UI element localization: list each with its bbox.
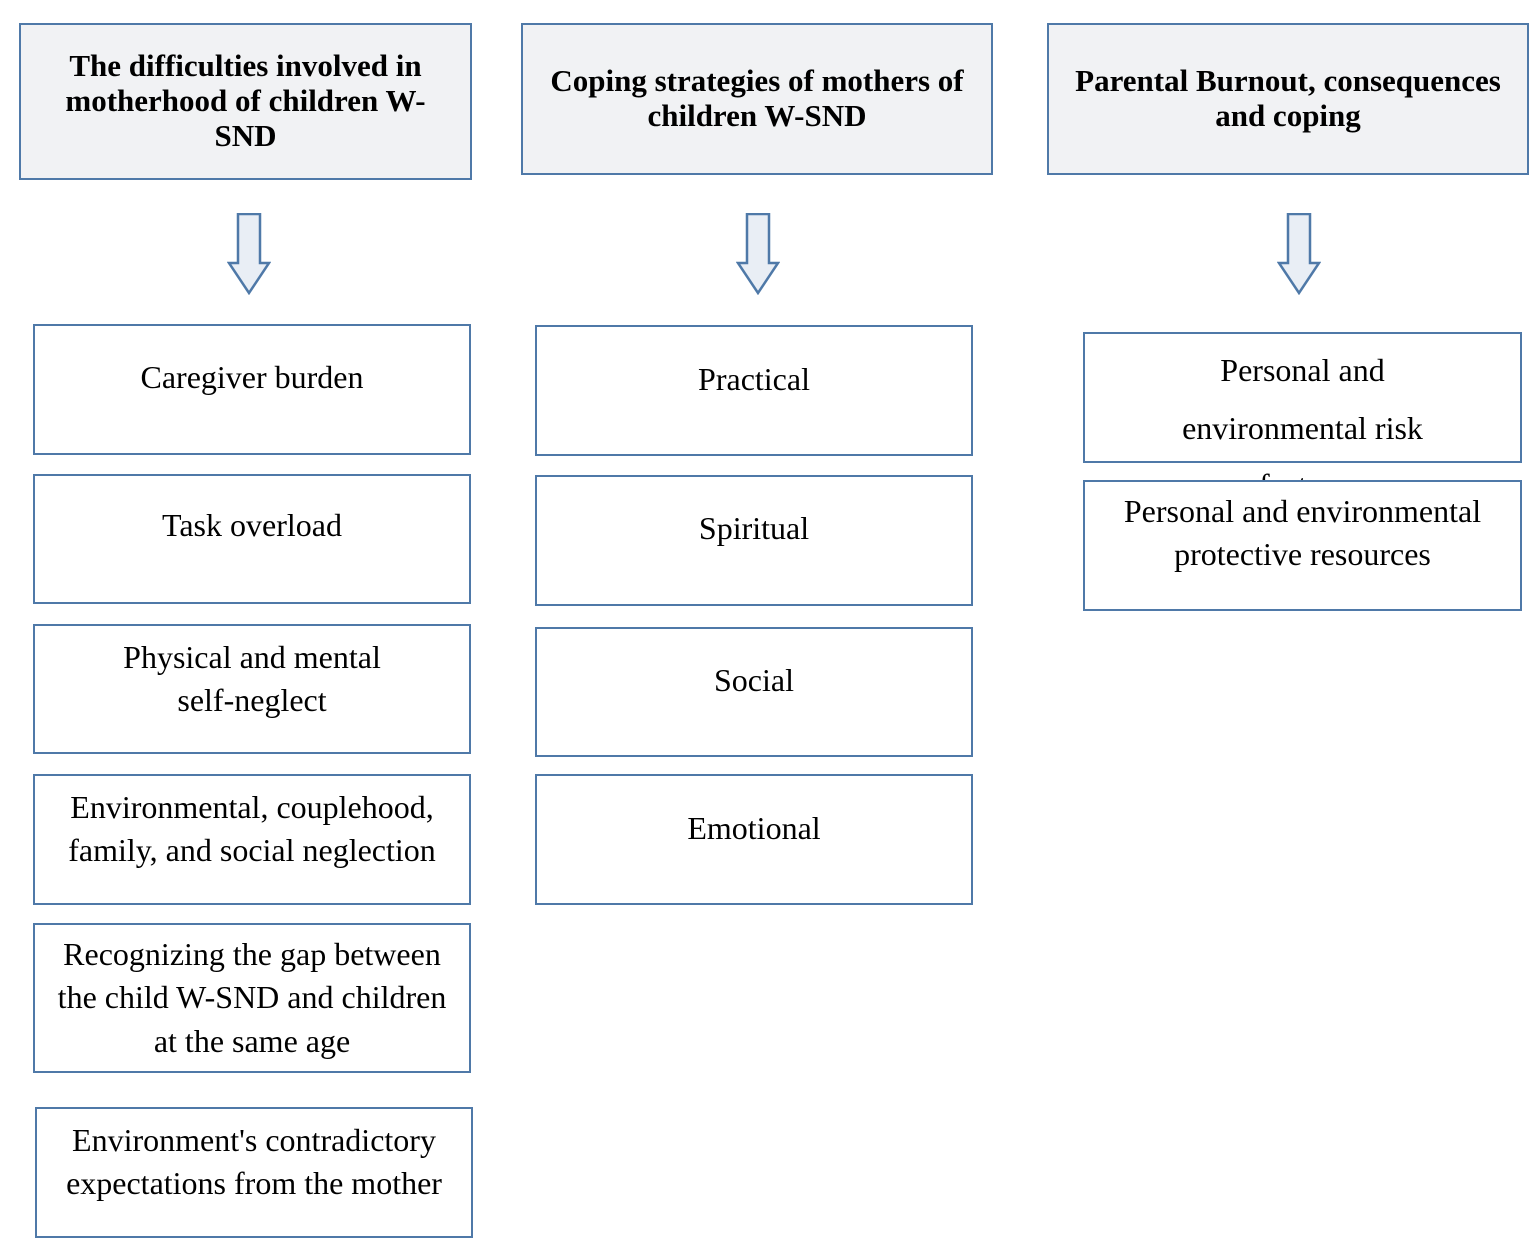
item-label: Environment's contradictory expectations… (66, 1122, 442, 1202)
item-self-neglect: Physical and mental self-neglect (33, 624, 471, 754)
item-protective-resources: Personal and environmental protective re… (1083, 480, 1522, 611)
item-spiritual: Spiritual (535, 475, 973, 606)
item-social: Social (535, 627, 973, 757)
down-arrow-icon (227, 213, 271, 295)
down-arrow-icon (736, 213, 780, 295)
header-parental-burnout: Parental Burnout, consequences and copin… (1047, 23, 1529, 175)
item-emotional: Emotional (535, 774, 973, 905)
header-difficulties-label: The difficulties involved in motherhood … (65, 48, 426, 153)
item-practical: Practical (535, 325, 973, 456)
item-label: Personal and environmental risk factors (1182, 352, 1423, 503)
item-label: Task overload (162, 507, 342, 543)
item-label: Emotional (687, 810, 821, 846)
item-risk-factors: Personal and environmental risk factors (1083, 332, 1522, 503)
item-label: Physical and mental self-neglect (123, 639, 381, 719)
header-difficulties: The difficulties involved in motherhood … (19, 23, 472, 180)
item-label: Spiritual (698, 510, 810, 546)
item-social-neglection: Environmental, couplehood, family, and s… (33, 774, 471, 905)
item-task-overload: Task overload (33, 474, 471, 604)
header-coping-strategies: Coping strategies of mothers of children… (521, 23, 993, 175)
header-parental-burnout-label: Parental Burnout, consequences and copin… (1075, 63, 1501, 133)
item-caregiver-burden: Caregiver burden (33, 324, 471, 455)
item-label: Social (714, 662, 794, 698)
item-label: Personal and environmental protective re… (1123, 493, 1482, 573)
item-contradictory-expectations: Environment's contradictory expectations… (35, 1107, 473, 1238)
down-arrow-icon (1277, 213, 1321, 295)
header-coping-strategies-label: Coping strategies of mothers of children… (550, 63, 964, 133)
item-label: Practical (698, 361, 810, 397)
item-recognizing-gap: Recognizing the gap between the child W-… (33, 923, 471, 1073)
item-label: Caregiver burden (140, 359, 364, 395)
item-label: Recognizing the gap between the child W-… (57, 936, 447, 1059)
item-label: Environmental, couplehood, family, and s… (68, 789, 436, 869)
